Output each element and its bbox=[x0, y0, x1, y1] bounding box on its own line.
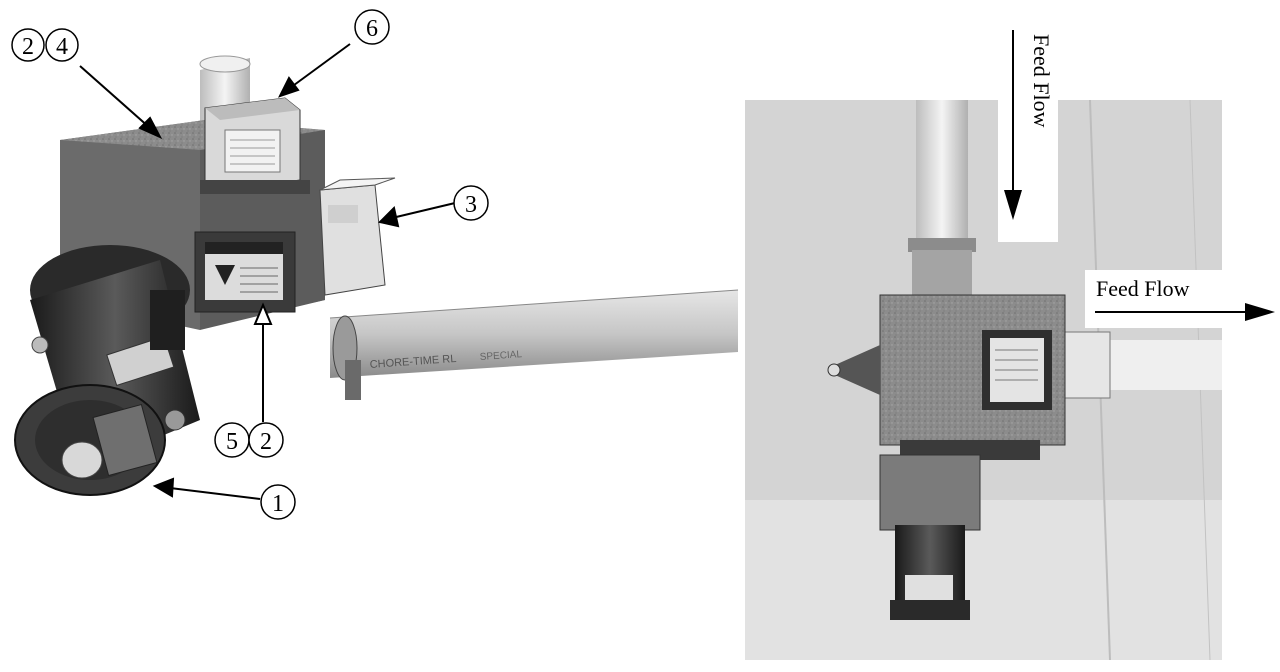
horizontal-flow-arrow bbox=[1085, 270, 1280, 328]
left-photo-auger-unit: CHORE-TIME RL SPECIAL bbox=[14, 55, 739, 496]
callout-3: 3 bbox=[453, 185, 489, 221]
svg-text:4: 4 bbox=[56, 34, 68, 60]
svg-text:5: 5 bbox=[226, 429, 238, 455]
left-discharge-pipe: CHORE-TIME RL SPECIAL bbox=[329, 289, 739, 400]
svg-text:2: 2 bbox=[260, 429, 272, 455]
callout-4: 4 bbox=[45, 28, 79, 62]
callout-leaders bbox=[79, 43, 456, 500]
svg-text:6: 6 bbox=[366, 16, 378, 42]
svg-text:2: 2 bbox=[22, 34, 34, 60]
callout-2-bottom: 2 bbox=[248, 422, 284, 458]
feed-flow-label-vertical: Feed Flow bbox=[1029, 34, 1054, 128]
feed-flow-label-horizontal: Feed Flow bbox=[1096, 276, 1190, 301]
left-switch-box bbox=[200, 97, 310, 194]
callout-6: 6 bbox=[354, 9, 390, 45]
right-photo-installed-unit bbox=[745, 99, 1222, 661]
svg-text:SPECIAL: SPECIAL bbox=[479, 349, 522, 363]
left-motor bbox=[14, 245, 200, 496]
callout-2-top: 2 bbox=[11, 28, 45, 62]
vertical-flow-arrow bbox=[998, 28, 1058, 242]
callout-5: 5 bbox=[214, 422, 250, 458]
svg-text:1: 1 bbox=[272, 491, 284, 517]
svg-text:3: 3 bbox=[465, 192, 477, 218]
left-side-flange bbox=[319, 177, 396, 296]
callout-1: 1 bbox=[260, 484, 296, 520]
